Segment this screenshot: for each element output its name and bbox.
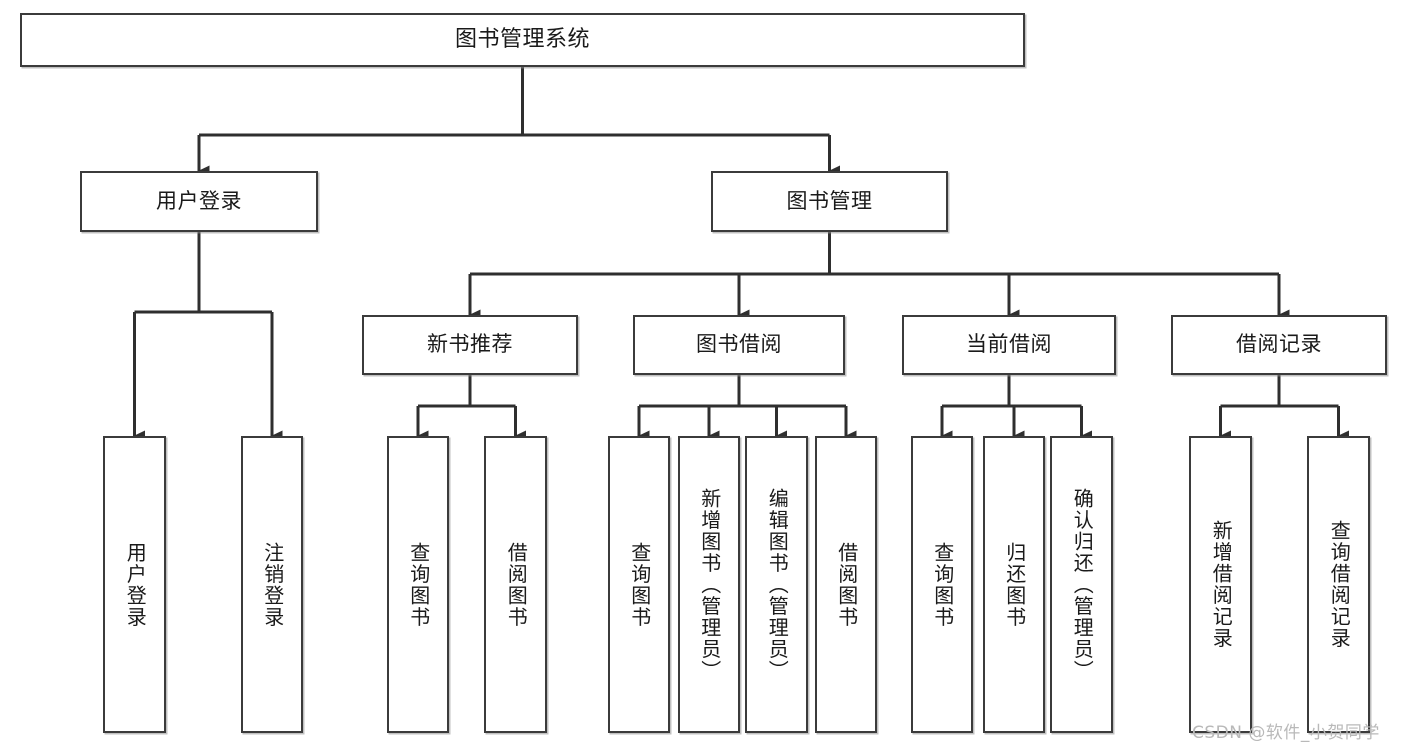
node-user-login[interactable]: 用户登录 [80, 171, 318, 232]
leaf-edit-book[interactable]: 编辑图书（管理员） [745, 436, 808, 733]
leaf-query-book-2[interactable]: 查询图书 [608, 436, 670, 733]
node-new-book-recommend[interactable]: 新书推荐 [362, 315, 578, 375]
node-label: 借阅图书 [504, 541, 529, 628]
watermark: CSDN @软件_小贺同学 [1192, 723, 1380, 743]
node-label: 新增借阅记录 [1209, 520, 1234, 649]
node-label: 查询图书 [930, 541, 955, 628]
node-label: 编辑图书（管理员） [765, 487, 790, 682]
node-root[interactable]: 图书管理系统 [20, 13, 1025, 67]
node-label: 图书借阅 [696, 332, 782, 357]
node-label: 确认归还（管理员） [1070, 487, 1095, 682]
node-label: 归还图书 [1002, 541, 1027, 628]
node-label: 借阅记录 [1236, 332, 1322, 357]
node-label: 用户登录 [123, 541, 148, 628]
node-book-borrow[interactable]: 图书借阅 [633, 315, 845, 375]
leaf-return-book[interactable]: 归还图书 [983, 436, 1045, 733]
node-label: 借阅图书 [834, 541, 859, 628]
leaf-add-record[interactable]: 新增借阅记录 [1189, 436, 1252, 733]
node-label: 查询图书 [406, 541, 431, 628]
node-label: 注销登录 [260, 541, 285, 628]
leaf-user-logout[interactable]: 注销登录 [241, 436, 303, 733]
node-label: 新书推荐 [427, 332, 513, 357]
node-label: 查询借阅记录 [1327, 520, 1352, 649]
node-book-manage[interactable]: 图书管理 [711, 171, 948, 232]
node-label: 图书管理系统 [454, 26, 590, 52]
node-label: 用户登录 [156, 188, 242, 213]
leaf-add-book[interactable]: 新增图书（管理员） [678, 436, 740, 733]
node-current-borrow[interactable]: 当前借阅 [902, 315, 1116, 375]
node-label: 查询图书 [627, 541, 652, 628]
node-borrow-record[interactable]: 借阅记录 [1171, 315, 1387, 375]
leaf-query-book-3[interactable]: 查询图书 [911, 436, 973, 733]
leaf-borrow-book-2[interactable]: 借阅图书 [815, 436, 877, 733]
node-label: 新增图书（管理员） [697, 487, 722, 682]
node-label: 图书管理 [786, 188, 873, 213]
leaf-borrow-book-1[interactable]: 借阅图书 [484, 436, 547, 733]
leaf-user-login[interactable]: 用户登录 [103, 436, 166, 733]
leaf-query-book-1[interactable]: 查询图书 [387, 436, 449, 733]
leaf-confirm-return[interactable]: 确认归还（管理员） [1050, 436, 1113, 733]
node-label: 当前借阅 [966, 332, 1052, 357]
leaf-query-record[interactable]: 查询借阅记录 [1307, 436, 1370, 733]
